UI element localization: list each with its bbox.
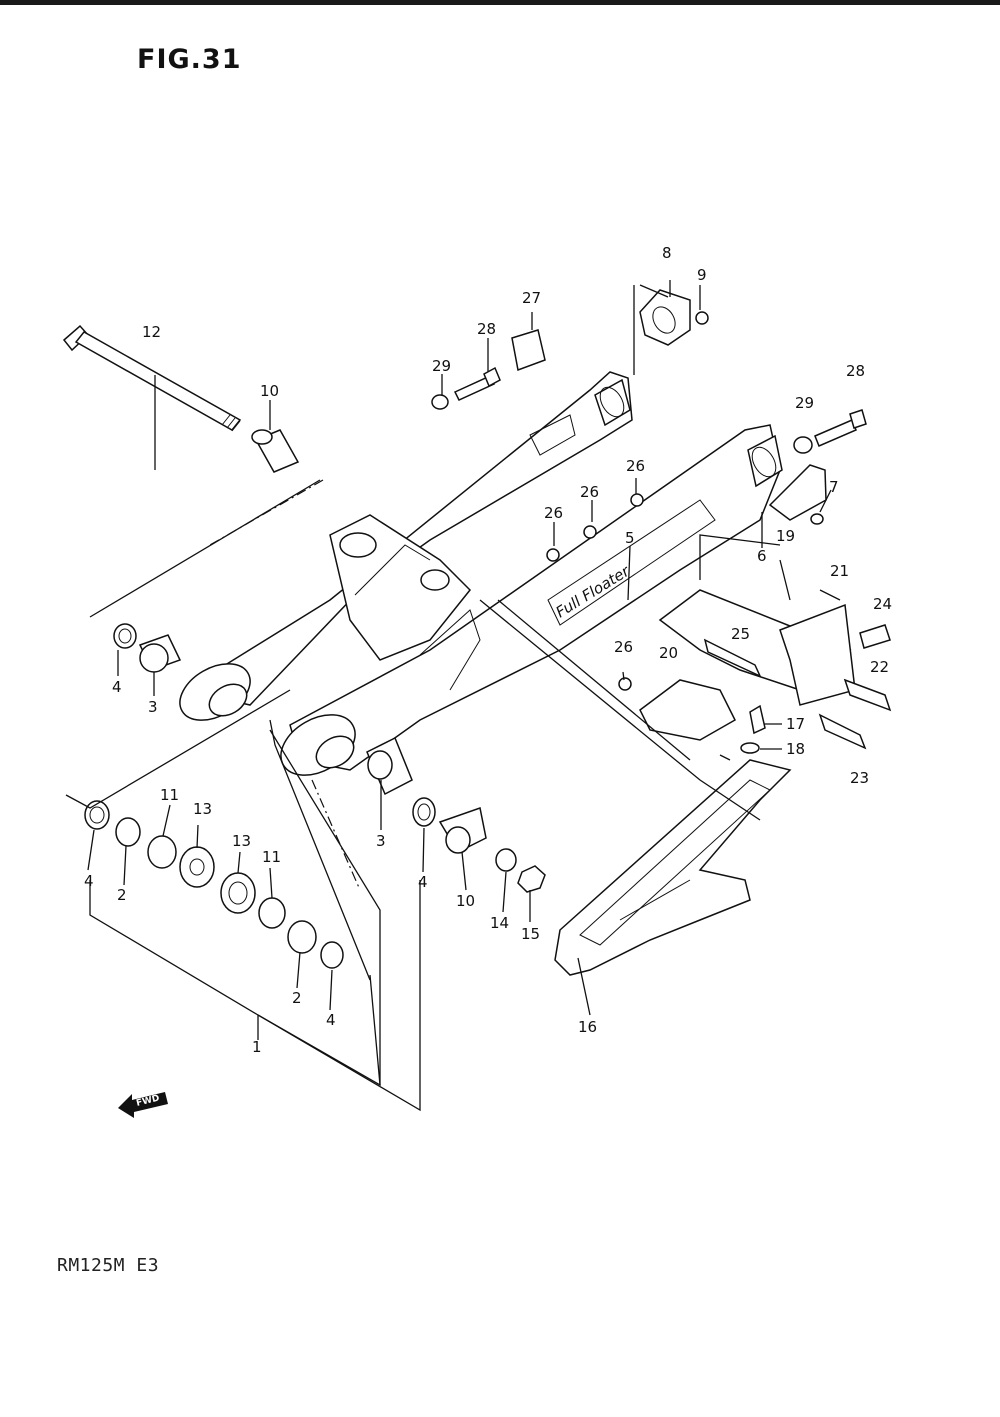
collar-top [251, 429, 300, 473]
callout-18: 18 [786, 740, 805, 758]
callout-13: 13 [232, 832, 251, 850]
chain-buffer [554, 759, 792, 976]
callout-5: 5 [625, 529, 635, 547]
callout-25: 25 [731, 625, 750, 643]
bolt-9 [695, 311, 709, 325]
bolt-24 [859, 624, 891, 649]
callout-3: 3 [376, 832, 386, 850]
fwd-arrow-icon: FWD [118, 1092, 168, 1118]
left-bearing-stack [113, 623, 182, 673]
callout-4: 4 [418, 873, 428, 891]
callout-14: 14 [490, 914, 509, 932]
chain-puller [511, 329, 546, 372]
callout-19: 19 [776, 527, 795, 545]
swingarm: Full Floater [179, 371, 783, 776]
bolt-17 [749, 704, 766, 735]
callout-28: 28 [846, 362, 865, 380]
callout-20: 20 [659, 644, 678, 662]
callout-2: 2 [117, 886, 127, 904]
callout-labels: 1 2 2 3 3 4 4 4 4 5 6 7 8 9 10 10 11 11 … [84, 244, 892, 1056]
washer-18 [740, 742, 760, 754]
callout-13: 13 [193, 800, 212, 818]
callout-15: 15 [521, 925, 540, 943]
callout-29: 29 [795, 394, 814, 412]
callout-10: 10 [456, 892, 475, 910]
bolt-22 [843, 678, 892, 712]
callout-28: 28 [477, 320, 496, 338]
callout-6: 6 [757, 547, 767, 565]
callout-1: 1 [252, 1038, 262, 1056]
nut-26c [630, 493, 644, 507]
callout-24: 24 [873, 595, 892, 613]
chain-adjuster-bracket [639, 289, 827, 521]
callout-27: 27 [522, 289, 541, 307]
callout-4: 4 [112, 678, 122, 696]
top-border [0, 0, 1000, 5]
callout-22: 22 [870, 658, 889, 676]
callout-23: 23 [850, 769, 869, 787]
bolt-right [793, 409, 867, 454]
figure-title: FIG.31 [137, 44, 242, 75]
model-code: RM125M E3 [57, 1255, 160, 1276]
callout-26: 26 [626, 457, 645, 475]
bolt-7 [810, 513, 824, 525]
callout-10: 10 [260, 382, 279, 400]
callout-9: 9 [697, 266, 707, 284]
nut-26b [583, 525, 597, 539]
lower-bearing-stack [84, 800, 344, 969]
bolt-25 [703, 638, 762, 678]
callout-17: 17 [786, 715, 805, 733]
right-bearing-stack [366, 736, 546, 893]
callout-11: 11 [262, 848, 281, 866]
callout-7: 7 [829, 478, 839, 496]
nut-26a [546, 548, 560, 562]
callout-29: 29 [432, 357, 451, 375]
callout-16: 16 [578, 1018, 597, 1036]
chain-guide [639, 589, 856, 741]
pivot-bolt [62, 324, 242, 432]
callout-11: 11 [160, 786, 179, 804]
bolt-23 [818, 713, 867, 750]
callout-26: 26 [544, 504, 563, 522]
callout-3: 3 [148, 698, 158, 716]
callout-4: 4 [326, 1011, 336, 1029]
callout-12: 12 [142, 323, 161, 341]
callout-8: 8 [662, 244, 672, 262]
bolt-left [431, 366, 501, 410]
callout-21: 21 [830, 562, 849, 580]
leader-lines [65, 280, 841, 1112]
callout-26: 26 [614, 638, 633, 656]
nut-26d [618, 677, 632, 691]
callout-2: 2 [292, 989, 302, 1007]
callout-4: 4 [84, 872, 94, 890]
callout-26: 26 [580, 483, 599, 501]
